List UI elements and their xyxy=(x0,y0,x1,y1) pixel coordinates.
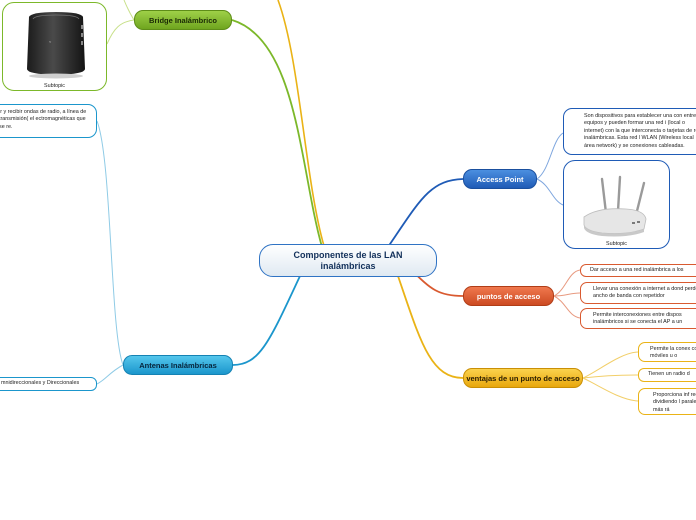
antenas-description-text: ir y recibir ondas de radio, a línea de … xyxy=(0,109,87,130)
connector-access-point xyxy=(387,178,464,248)
connector-antenas-types xyxy=(96,364,124,385)
connector-ventajas xyxy=(397,275,464,379)
puntos-item-2[interactable]: Llevar una conexión a internet a dond pe… xyxy=(580,282,696,304)
connector-antenas xyxy=(232,275,301,366)
branch-access-point[interactable]: Access Point xyxy=(463,169,537,189)
branch-antenas-label: Antenas Inalámbricas xyxy=(139,360,217,370)
connector-puntos-2 xyxy=(553,292,581,297)
bridge-subtopic-caption: Subtopic xyxy=(44,83,65,89)
branch-antenas-inalambricas[interactable]: Antenas Inalámbricas xyxy=(123,355,233,375)
branch-bridge-label: Bridge Inalámbrico xyxy=(149,15,217,25)
ventajas-item-1[interactable]: Permite la conex como móviles u o xyxy=(638,342,696,362)
connector-ventajas-2 xyxy=(582,374,639,379)
connector-bridge-image xyxy=(106,19,135,45)
connector-bridge-top xyxy=(123,0,135,21)
connector-antenas-desc xyxy=(96,120,124,366)
access-point-description-text: Son dispositivos para establecer una con… xyxy=(584,113,696,149)
ventajas-item-3[interactable]: Proporciona inf red dividiendo l paralel… xyxy=(638,388,696,415)
central-topic[interactable]: Componentes de las LAN inalámbricas xyxy=(259,244,437,277)
puntos-item-3-text: Permite interconexiones entre dispos ina… xyxy=(593,312,683,326)
router-image: ≈ xyxy=(27,12,85,79)
central-topic-title: Componentes de las LAN inalámbricas xyxy=(293,250,403,271)
connector-ap-image xyxy=(536,178,564,206)
puntos-item-3[interactable]: Permite interconexiones entre dispos ina… xyxy=(580,308,696,329)
branch-puntos-label: puntos de acceso xyxy=(476,291,541,301)
connector-top-yellow xyxy=(277,0,325,247)
svg-text:≈: ≈ xyxy=(49,39,52,44)
branch-access-point-label: Access Point xyxy=(476,174,524,184)
access-point-image xyxy=(583,175,647,237)
puntos-item-1-text: Dar acceso a una red inalámbrica a los xyxy=(590,267,684,273)
branch-ventajas-label: ventajas de un punto de acceso xyxy=(466,373,580,383)
connector-puntos-3 xyxy=(553,295,581,319)
connector-puntos-1 xyxy=(553,269,581,297)
connector-bridge xyxy=(231,19,323,248)
branch-bridge-inalambrico[interactable]: Bridge Inalámbrico xyxy=(134,10,232,30)
branch-ventajas[interactable]: ventajas de un punto de acceso xyxy=(463,368,583,388)
bridge-image-box[interactable]: ≈ Subtopic xyxy=(2,2,107,91)
antenas-description-box[interactable]: ir y recibir ondas de radio, a línea de … xyxy=(0,104,97,138)
ventajas-item-1-text: Permite la conex como móviles u o xyxy=(650,346,696,360)
branch-puntos-de-acceso[interactable]: puntos de acceso xyxy=(463,286,554,306)
ventajas-item-3-text: Proporciona inf red dividiendo l paralel… xyxy=(653,392,696,413)
access-point-description-box[interactable]: Son dispositivos para establecer una con… xyxy=(563,108,696,155)
connector-ap-desc xyxy=(536,132,564,180)
access-point-image-box[interactable]: Subtopic xyxy=(563,160,670,249)
puntos-item-1[interactable]: Dar acceso a una red inalámbrica a los xyxy=(580,264,696,277)
antenas-types-box[interactable]: mnidireccionales y Direccionales xyxy=(0,377,97,391)
access-point-subtopic-caption: Subtopic xyxy=(606,241,627,247)
connector-ventajas-3 xyxy=(582,377,639,402)
ventajas-item-2-text: Tienen un radio d xyxy=(648,371,690,377)
connector-ventajas-1 xyxy=(582,351,639,379)
puntos-item-2-text: Llevar una conexión a internet a dond pe… xyxy=(593,286,696,300)
ventajas-item-2[interactable]: Tienen un radio d xyxy=(638,368,696,382)
antenas-types-text: mnidireccionales y Direccionales xyxy=(1,380,80,386)
